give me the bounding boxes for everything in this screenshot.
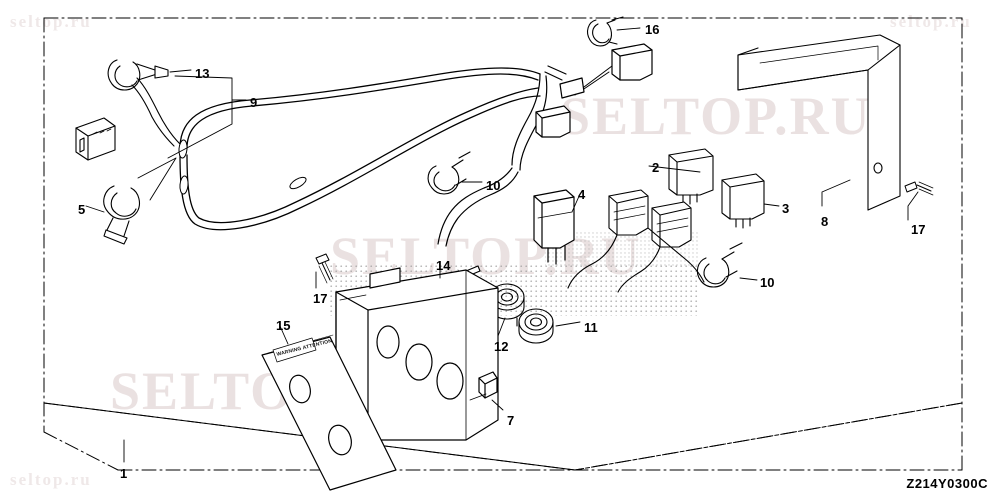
warning-label-text: WARNING ATTENTION bbox=[276, 338, 333, 358]
callout-10-right[interactable]: 10 bbox=[760, 275, 775, 290]
callout-15[interactable]: 15 bbox=[276, 318, 291, 333]
callout-5[interactable]: 5 bbox=[78, 202, 86, 217]
callout-3[interactable]: 3 bbox=[782, 201, 790, 216]
callout-11[interactable]: 11 bbox=[584, 320, 598, 335]
callout-12[interactable]: 12 bbox=[494, 339, 509, 354]
callout-9[interactable]: 9 bbox=[250, 95, 258, 110]
callout-7[interactable]: 7 bbox=[507, 413, 515, 428]
callout-16[interactable]: 16 bbox=[645, 22, 660, 37]
part-code: Z214Y0300C bbox=[906, 476, 988, 491]
callout-8[interactable]: 8 bbox=[821, 214, 829, 229]
callout-1[interactable]: 1 bbox=[120, 466, 128, 481]
callout-17-right[interactable]: 17 bbox=[911, 222, 926, 237]
callout-10-left[interactable]: 10 bbox=[486, 178, 501, 193]
callout-4[interactable]: 4 bbox=[578, 187, 586, 202]
callout-17-left[interactable]: 17 bbox=[313, 291, 328, 306]
callout-14[interactable]: 14 bbox=[436, 258, 451, 273]
callout-2[interactable]: 2 bbox=[652, 160, 660, 175]
callout-13[interactable]: 13 bbox=[195, 66, 210, 81]
